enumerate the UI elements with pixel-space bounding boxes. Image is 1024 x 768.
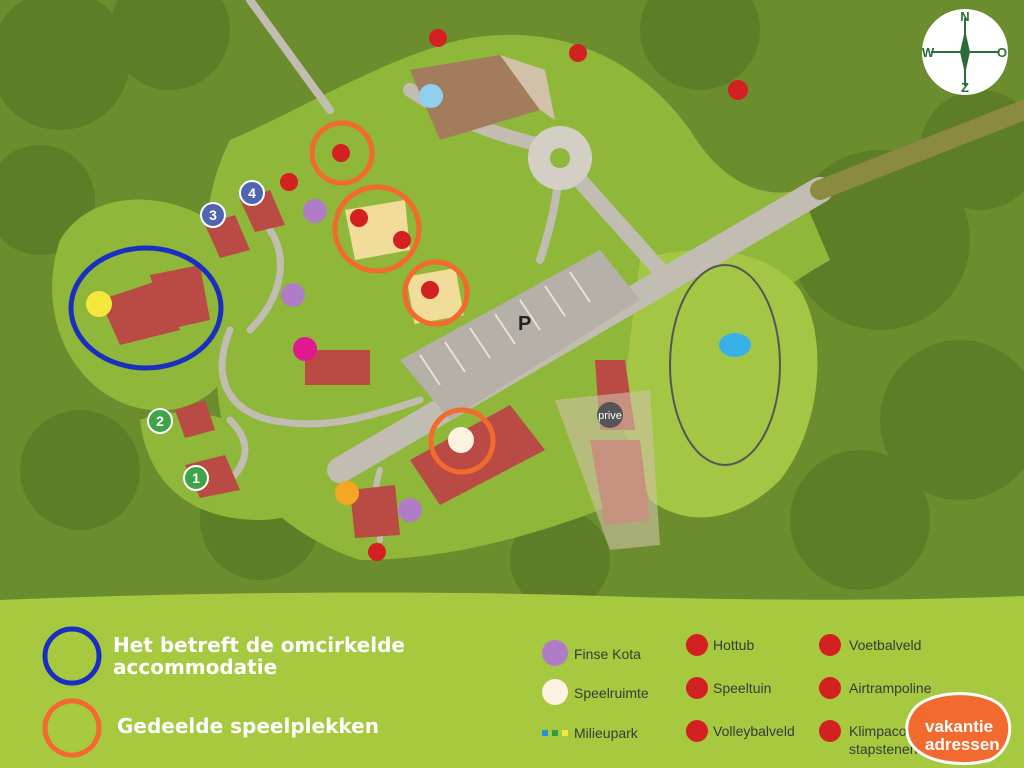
vakantie-adressen-logo: vakantie adressen (905, 692, 1012, 765)
finse-kota-marker (281, 283, 305, 307)
legend-blue-ring (42, 626, 102, 686)
compass-z: Z (961, 80, 969, 95)
legend-airtrampoline: Airtrampoline (849, 680, 932, 696)
logo-line2: adressen (925, 735, 1000, 754)
finse-kota-marker (398, 498, 422, 522)
building-number-1: 1 (183, 465, 209, 491)
magenta-marker (293, 337, 317, 361)
legend-speelruimte: Speelruimte (574, 685, 649, 701)
roundabout-center (550, 148, 570, 168)
milieupark-icon (542, 730, 568, 736)
speelruimte-marker (448, 427, 474, 453)
parking-lot (400, 250, 640, 420)
compass-o: O (997, 45, 1007, 60)
yellow-marker (86, 291, 112, 317)
volleybal-marker (421, 281, 439, 299)
svg-text:4: 4 (248, 185, 256, 201)
speelruimte-icon (542, 679, 568, 705)
building-patio (555, 390, 660, 550)
pond (719, 333, 751, 357)
compass-w: W (922, 45, 935, 60)
parking-label: P (518, 313, 531, 335)
voetbal-marker (350, 209, 368, 227)
shared-play-ring (309, 120, 375, 186)
shared-play-ring (428, 407, 496, 475)
hottub-marker (280, 173, 298, 191)
legend-accommodation-line2: accommodatie (113, 655, 277, 679)
hottub-marker (429, 29, 447, 47)
accommodation-building (100, 265, 210, 345)
orange-marker (335, 481, 359, 505)
finse-kota-icon (542, 640, 568, 666)
building-number-2: 2 (147, 408, 173, 434)
volleybal-icon (686, 720, 708, 742)
svg-text:2: 2 (156, 413, 164, 429)
prive-label: prive (598, 410, 622, 422)
airtrampoline-icon (819, 677, 841, 699)
legend-stapstenen: stapstenen (849, 741, 918, 757)
legend-finse-kota: Finse Kota (574, 646, 641, 662)
speeltuin-icon (686, 677, 708, 699)
klimpacours-marker (728, 80, 748, 100)
pasture-right (620, 250, 818, 518)
legend-voetbalveld: Voetbalveld (849, 637, 921, 653)
building-number-4: 4 (239, 180, 265, 206)
legend-volleybalveld: Volleybalveld (713, 723, 795, 739)
klimpacours-icon (819, 720, 841, 742)
play-area (345, 200, 410, 260)
legend-milieupark: Milieupark (574, 725, 639, 741)
building-number-3: 3 (200, 202, 226, 228)
hottub-icon (686, 634, 708, 656)
main-building (410, 55, 555, 140)
svg-text:3: 3 (209, 207, 217, 223)
light-blue-marker (419, 84, 443, 108)
shared-play-ring (402, 259, 470, 327)
pasture-fence (669, 264, 781, 466)
speeltuin-marker (569, 44, 587, 62)
finse-kota-marker (303, 199, 327, 223)
legend-orange-ring (42, 698, 102, 758)
logo-line1: vakantie (925, 717, 993, 736)
legend-shared-play: Gedeelde speelplekken (117, 714, 379, 738)
speeltuin-marker (332, 144, 350, 162)
accommodation-ring (68, 245, 224, 371)
voetbal-icon (819, 634, 841, 656)
parking-lines (419, 271, 591, 386)
legend-hottub: Hottub (713, 637, 754, 653)
svg-text:1: 1 (192, 470, 200, 486)
forest-texture (0, 0, 1024, 610)
shared-play-ring (332, 184, 422, 274)
compass-n: N (960, 9, 969, 24)
legend-background (0, 592, 1024, 768)
legend-accommodation-line1: Het betreft de omcirkelde (113, 633, 405, 657)
compass: N O Z W (922, 9, 1008, 95)
prive-badge (597, 402, 623, 428)
legend-speeltuin: Speeltuin (713, 680, 771, 696)
airtrampoline-marker (393, 231, 411, 249)
hottub-marker (368, 543, 386, 561)
